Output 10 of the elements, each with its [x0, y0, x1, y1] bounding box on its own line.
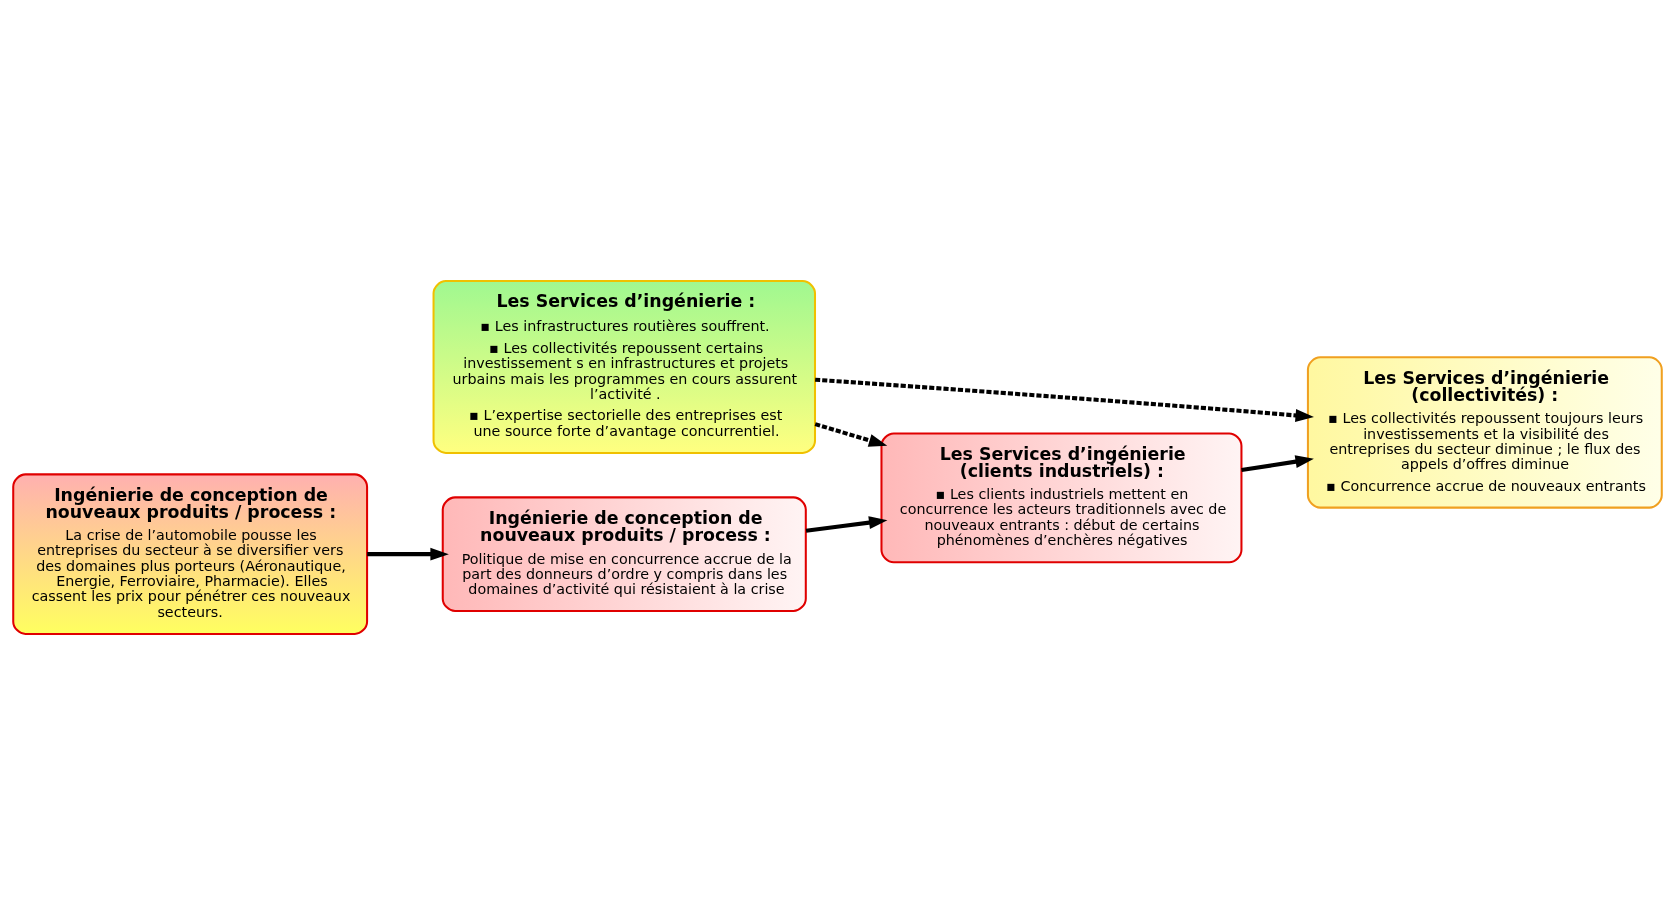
arrow	[815, 377, 1314, 422]
node-box: Les Services d’ingénierie (clients industriels) : ▪ Les clients industriels mettent en concurrence les acteurs traditionnels avec de nouveaux entrants : début de certains phénomènes d’enchères négatives	[880, 432, 1243, 564]
node-box: Les Services d’ingénierie : ▪ Les infrastructures routières souffrent. ▪ Les collectivités repoussent certains investissement s en infrastructures et projets urbains mais les programmes en cours assurent l’activité . ▪ L’expertise sectorielle des entreprises est une source forte d’avantage concurrentiel.	[432, 280, 817, 454]
arrow	[805, 516, 888, 533]
node-box: Ingénierie de conception de nouveaux produits / process : La crise de l’automobile pousse les entreprises du secteur à se diversifier vers des domaines plus porteurs (Aéronautique, Energie, Ferroviaire, Pharmacie). Elles cassent les prix pour pénétrer ces nouveaux secteurs.	[12, 473, 369, 635]
node-box: Les Services d’ingénierie (collectivités) : ▪ Les collectivités repoussent toujours leurs investissements et la visibilité des entreprises du secteur diminue ; le flux des appels d’offres diminue ▪ Concurrence accrue de nouveaux entrants	[1306, 356, 1663, 509]
arrow	[814, 422, 888, 447]
node-box: Ingénierie de conception de nouveaux produits / process : Politique de mise en concurrence accrue de la part des donneurs d’ordre y compris dans les domaines d’activité qui résistaient à la crise	[441, 496, 807, 612]
arrow	[367, 547, 449, 561]
arrow	[1241, 455, 1314, 473]
